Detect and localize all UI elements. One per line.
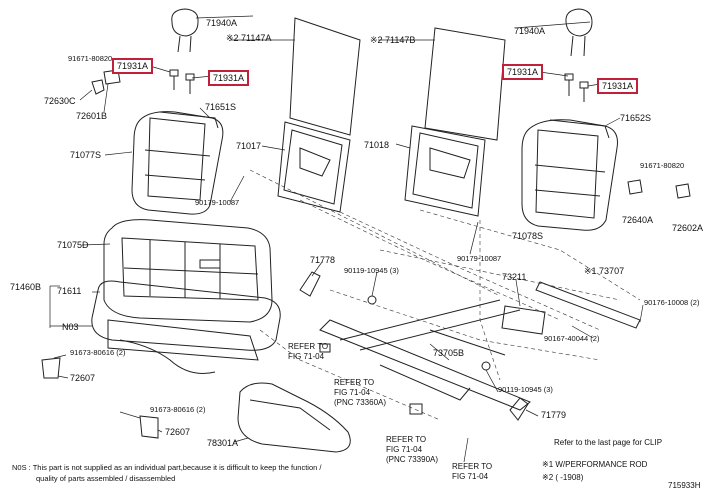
seatback-right-drawing bbox=[521, 119, 618, 231]
label-71931a-left-b: 71931A bbox=[208, 70, 250, 86]
label-71931a-left-a: 71931A bbox=[112, 58, 154, 74]
refer-4-line: FIG 71-04 bbox=[452, 472, 489, 481]
label-72607-a: 72607 bbox=[70, 373, 96, 383]
refer-2-line: FIG 71-04 bbox=[334, 388, 371, 397]
label-78301a: 78301A bbox=[207, 438, 239, 448]
board-71147b-drawing bbox=[424, 27, 506, 141]
nos-note-line-2: quality of parts assembled / disassemble… bbox=[36, 474, 176, 483]
motor-73211-drawing bbox=[501, 305, 546, 335]
figure-id: 715933H bbox=[668, 481, 701, 490]
connector-73390a-drawing bbox=[409, 403, 423, 415]
legend-date-range: ※2 ( -1908) bbox=[542, 473, 584, 482]
support-pins-left bbox=[169, 69, 195, 94]
label-91673-80616-b: 91673-80616 (2) bbox=[150, 405, 206, 414]
label-71460b: 71460B bbox=[10, 282, 42, 292]
label-71147b: ※2 71147B bbox=[370, 35, 416, 45]
label-72630c: 72630C bbox=[44, 96, 76, 106]
label-71075d: 71075D bbox=[57, 240, 89, 250]
label-71077s: 71077S bbox=[70, 150, 102, 160]
bracket-72607-a-drawing bbox=[41, 357, 61, 379]
label-72601b: 72601B bbox=[76, 111, 108, 121]
refer-2-line: REFER TO bbox=[334, 378, 375, 387]
support-pins-right bbox=[564, 73, 589, 102]
label-71940a-left: 71940A bbox=[206, 18, 238, 28]
refer-3-line: (PNC 73390A) bbox=[386, 455, 439, 464]
seat-pan-drawing bbox=[107, 319, 259, 361]
lever-71778-drawing bbox=[299, 271, 321, 297]
refer-to-fig-1[interactable]: REFER TO FIG 71-04 bbox=[288, 342, 328, 362]
connector-73360a-drawing bbox=[319, 343, 331, 353]
label-91673-80616-a: 91673-80616 (2) bbox=[70, 348, 126, 357]
label-72602a: 72602A bbox=[672, 223, 704, 233]
refer-to-fig-3[interactable]: REFER TO FIG 71-04 (PNC 73390A) bbox=[386, 435, 438, 465]
label-72640a: 72640A bbox=[622, 215, 654, 225]
clip-note: Refer to the last page for CLIP bbox=[554, 438, 663, 447]
seatback-left-drawing bbox=[131, 111, 224, 215]
board-71147a-drawing bbox=[289, 17, 361, 136]
label-91671-80820-left: 91671-80820 bbox=[68, 54, 113, 63]
label-90179-10087-right: 90179-10087 bbox=[457, 254, 502, 263]
label-71651s: 71651S bbox=[205, 102, 237, 112]
refer-1-line: FIG 71-04 bbox=[288, 352, 325, 361]
harness-drawing bbox=[119, 339, 216, 374]
label-71017: 71017 bbox=[236, 141, 262, 151]
cover-72640a-drawing bbox=[627, 179, 643, 195]
label-73705b: 73705B bbox=[433, 348, 465, 358]
label-71778: 71778 bbox=[310, 255, 336, 265]
label-71931a-right-a: 71931A bbox=[502, 64, 544, 80]
label-90119-10945-b: 90119-10945 (3) bbox=[498, 385, 553, 394]
refer-3-line: REFER TO bbox=[386, 435, 427, 444]
headrest-left-drawing bbox=[171, 8, 199, 53]
cover-72630c-drawing bbox=[91, 79, 105, 95]
lever-71779-drawing bbox=[509, 397, 529, 421]
frame-71017-drawing bbox=[277, 121, 351, 213]
label-71779: 71779 bbox=[541, 410, 567, 420]
label-90119-10945-a: 90119-10945 (3) bbox=[344, 266, 399, 275]
seat-cushion-drawing bbox=[91, 219, 281, 351]
label-71652s: 71652S bbox=[620, 113, 652, 123]
cover-78301a-drawing bbox=[237, 382, 351, 453]
rod-73707-drawing bbox=[535, 281, 641, 329]
refer-4-line: REFER TO bbox=[452, 462, 493, 471]
label-71147a: ※2 71147A bbox=[226, 33, 272, 43]
label-71078s: 71078S bbox=[512, 231, 544, 241]
label-72607-b: 72607 bbox=[165, 427, 191, 437]
bracket-72607-b-drawing bbox=[139, 415, 159, 439]
cover-72602a-drawing bbox=[675, 183, 691, 199]
label-90176-10008: 90176-10008 (2) bbox=[644, 298, 700, 307]
refer-to-fig-4[interactable]: REFER TO FIG 71-04 bbox=[452, 462, 492, 482]
refer-2-line: (PNC 73360A) bbox=[334, 398, 387, 407]
label-n03: N03 bbox=[62, 322, 79, 332]
label-71018: 71018 bbox=[364, 140, 390, 150]
label-91671-80820-right: 91671-80820 bbox=[640, 161, 685, 170]
assembly-dashes bbox=[249, 169, 641, 421]
label-73211: 73211 bbox=[502, 272, 527, 282]
label-73707: ※1 73707 bbox=[584, 266, 625, 276]
label-71931a-right-b: 71931A bbox=[597, 78, 639, 94]
label-90179-10087-left: 90179-10087 bbox=[195, 198, 240, 207]
label-71940a-right: 71940A bbox=[514, 26, 546, 36]
frame-71018-drawing bbox=[404, 125, 486, 217]
refer-to-fig-2[interactable]: REFER TO FIG 71-04 (PNC 73360A) bbox=[334, 378, 386, 408]
refer-3-line: FIG 71-04 bbox=[386, 445, 423, 454]
refer-1-line: REFER TO bbox=[288, 342, 329, 351]
nos-note-line-1: N0S : This part is not supplied as an in… bbox=[12, 463, 322, 472]
leader-lines bbox=[49, 15, 644, 463]
legend-performance-rod: ※1 W/PERFORMANCE ROD bbox=[542, 460, 648, 469]
headrest-right-drawing bbox=[565, 8, 593, 57]
label-71611: 71611 bbox=[57, 286, 82, 296]
label-90167-40044: 90167-40044 (2) bbox=[544, 334, 600, 343]
